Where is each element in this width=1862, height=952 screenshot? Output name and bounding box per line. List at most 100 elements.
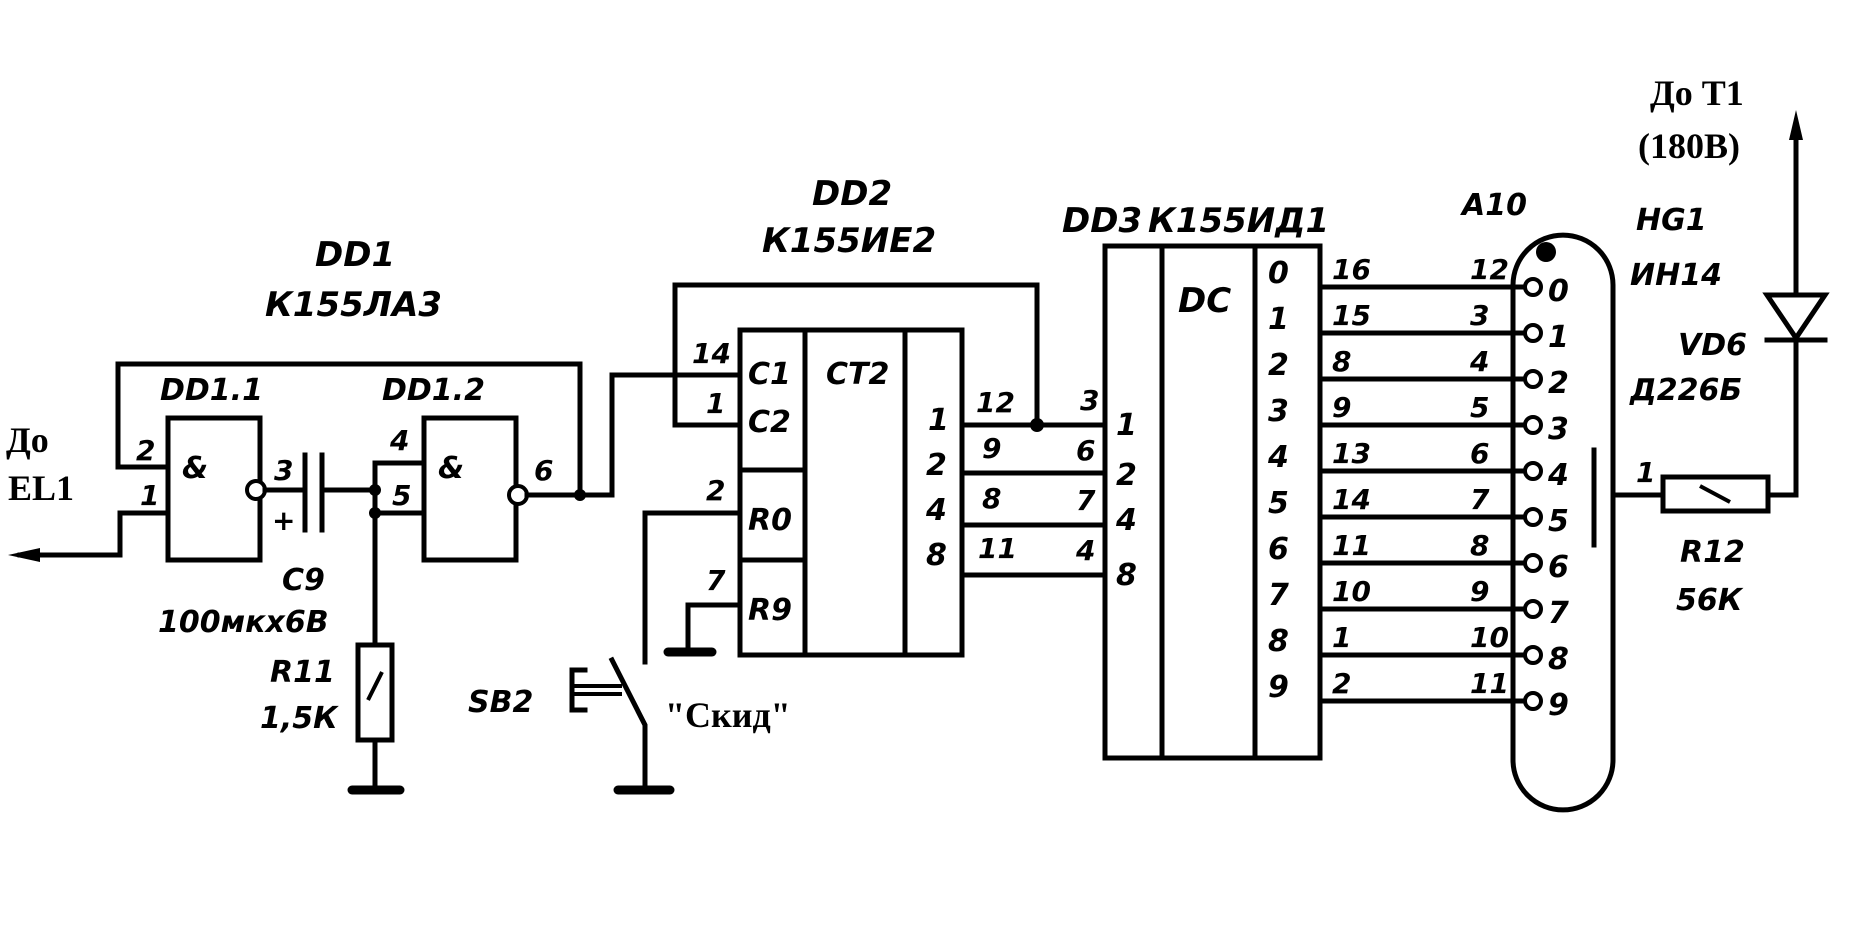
dd1-2-ref: DD1.2 (382, 373, 485, 408)
cathode-digit: 6 (1548, 550, 1569, 585)
el1-label-line2: EL1 (8, 468, 74, 508)
cathode-terminal-icon (1523, 461, 1543, 481)
r12-wire (1765, 327, 1799, 498)
dd3-out-digit: 7 (1268, 578, 1289, 613)
dd2-out-weight: 2 (926, 448, 947, 483)
r11-value: 1,5К (260, 701, 339, 736)
cathode-terminal-icon (1523, 415, 1543, 435)
dd1-2-symbol: & (438, 451, 464, 486)
tube-pin-number: 11 (1470, 667, 1509, 700)
dd3-out-digit: 0 (1268, 256, 1289, 291)
dd1-1-pin1: 1 (140, 479, 159, 512)
dd1-1-symbol: & (182, 451, 208, 486)
dd3-out-digit: 3 (1268, 394, 1289, 429)
dd1-part: К155ЛА3 (265, 285, 442, 325)
sb2-switch[interactable]: SB2 "Скид" (468, 656, 791, 795)
el1-label-line1: До (6, 420, 49, 460)
cathode-terminal-icon (1523, 645, 1543, 665)
tube-pin-number: 12 (1470, 253, 1509, 286)
t1-label-line2: (180В) (1638, 126, 1740, 166)
hg1-anode-pin: 1 (1636, 456, 1655, 489)
c9-plus-sign: + (272, 504, 295, 537)
el1-connection: До EL1 (6, 420, 171, 562)
dd3-in-weight: 1 (1116, 408, 1137, 443)
hg1-part: ИН14 (1630, 258, 1722, 293)
dd2-in-pin: 1 (706, 387, 725, 420)
r11-ref: R11 (270, 655, 335, 690)
tube-pin-number: 7 (1470, 483, 1490, 516)
el1-wire (117, 510, 171, 558)
dd2-in-name: С1 (748, 357, 791, 392)
dd2-out-pin: 12 (976, 386, 1015, 419)
dd2-ref: DD2 (812, 174, 892, 214)
dd3-out-pin: 2 (1332, 667, 1351, 700)
tube-pin-number: 5 (1470, 391, 1489, 424)
r12-trim-mark (1699, 484, 1731, 504)
hg1-ref: HG1 (1636, 203, 1707, 238)
r11-resistor (355, 642, 395, 743)
dd2-in-name: С2 (748, 405, 791, 440)
dd3-out-pin: 8 (1332, 345, 1351, 378)
cathode-terminal-icon (1523, 507, 1543, 527)
sb2-caption: "Скид" (665, 695, 791, 735)
cathode-terminal-icon (1523, 323, 1543, 343)
dd2-out-pin: 9 (982, 432, 1001, 465)
cathode-terminal-icon (1523, 277, 1543, 297)
dd2-out-weight: 1 (928, 403, 949, 438)
tube-pin-number: 6 (1470, 437, 1489, 470)
cathode-digit: 5 (1548, 504, 1569, 539)
cathode-terminal-icon (1523, 553, 1543, 573)
dd3-ref: DD3 (1062, 201, 1142, 241)
dd1-2-pin6: 6 (534, 454, 553, 487)
dd3-out-digit: 6 (1268, 532, 1289, 567)
tube-pin-number: 8 (1470, 529, 1489, 562)
dd2-out-pin: 8 (982, 482, 1001, 515)
dd1-1-ref: DD1.1 (160, 373, 263, 408)
dd3-out-digit: 4 (1267, 440, 1289, 475)
c9-value: 100мкх6В (158, 605, 329, 640)
cathode-digit: 4 (1547, 458, 1569, 493)
junction-dot (1030, 418, 1044, 432)
cathode-digit: 8 (1548, 642, 1569, 677)
dd1-1-gate (165, 415, 263, 563)
tube-pin-number: 3 (1470, 299, 1489, 332)
dd3-function: DC (1178, 281, 1231, 321)
cathode-digit: 9 (1548, 688, 1569, 723)
bcd-bus (959, 418, 1108, 578)
dd3-out-digit: 9 (1268, 670, 1289, 705)
dd2-in-pin: 2 (706, 474, 725, 507)
cathode-digit: 2 (1548, 366, 1569, 401)
tube-pin-number: 10 (1470, 621, 1509, 654)
junction-dot (574, 489, 586, 501)
t1-connection: До Т1 (180В) (1638, 73, 1744, 166)
feedback-wire (115, 361, 583, 498)
dd3-out-digit: 8 (1268, 624, 1289, 659)
dd3-out-pin: 16 (1332, 253, 1371, 286)
tube-key-dot (1536, 242, 1556, 262)
dd3-out-digit: 2 (1268, 348, 1289, 383)
vd6-ref: VD6 (1678, 328, 1747, 363)
dd3-in-pin: 3 (1080, 384, 1099, 417)
dd1-2-gate (421, 415, 519, 563)
sb2-ref: SB2 (468, 685, 533, 720)
dd3-in-pin: 4 (1075, 534, 1095, 567)
tube-pin-number: 4 (1469, 345, 1489, 378)
arrow-up-icon (1789, 110, 1803, 140)
r0-wire (642, 510, 743, 665)
dd3-in-pin: 6 (1076, 434, 1095, 467)
sb2-contact (608, 656, 648, 793)
dd1: DD1 К155ЛА3 DD1.1 & 2 1 3 + C9 100мкх6В … (115, 235, 743, 795)
dd3-body (1102, 243, 1323, 761)
cathode-digit: 3 (1548, 412, 1569, 447)
dd3-out-pin: 13 (1332, 437, 1371, 470)
dd2-out-weight: 8 (926, 538, 947, 573)
c2-wire (672, 372, 743, 428)
dd3-in-weight: 4 (1115, 503, 1137, 538)
tube-pin-number: 9 (1470, 575, 1489, 608)
r11-trim-mark (366, 671, 384, 701)
dd1-2-pin5: 5 (392, 479, 411, 512)
junction-dot (369, 484, 381, 496)
